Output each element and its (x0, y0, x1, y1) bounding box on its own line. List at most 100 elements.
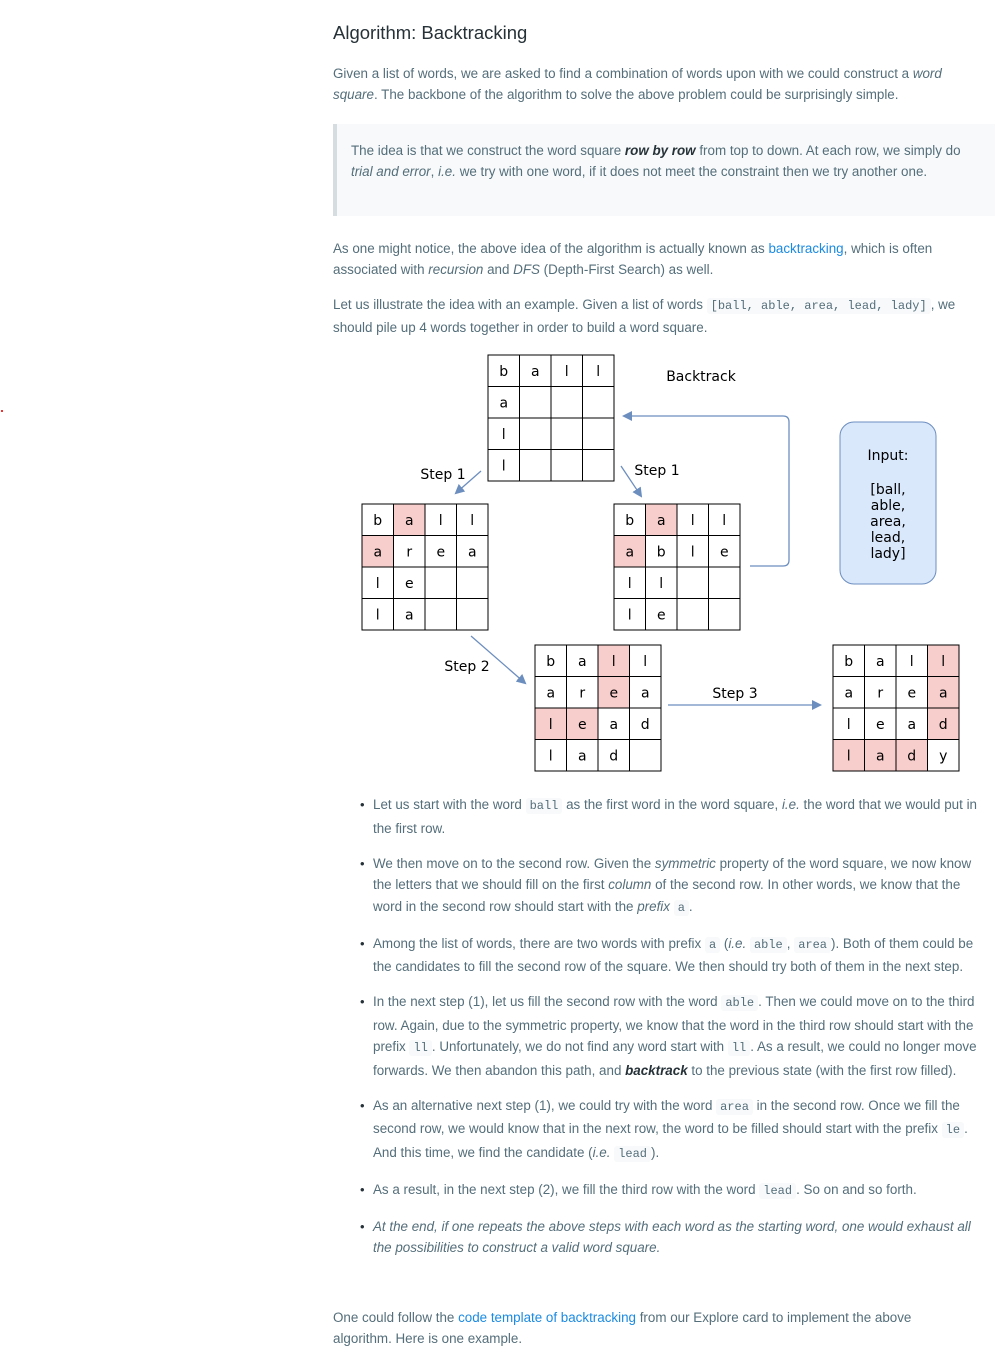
b4-t1: In the next step (1), let us fill the se… (373, 994, 722, 1009)
quote-em2: i.e. (438, 164, 456, 179)
grid-cell (676, 598, 709, 631)
grid-cell (645, 535, 678, 568)
b2-em2: column (608, 877, 652, 892)
grid-cell (927, 739, 960, 772)
b5-t3: . And this time, we find the candidate ( (373, 1121, 968, 1160)
grid-cell (582, 417, 615, 450)
b1-em: i.e. (781, 797, 800, 812)
grid-letter: l (549, 717, 553, 733)
grid-cell (519, 449, 552, 482)
backtracking-link[interactable]: backtracking (768, 241, 844, 256)
grid-cell (645, 503, 678, 536)
b2-t3: of the second row. In other words, we kn… (373, 877, 961, 914)
b4-t3: . Unfortunately, we do not find any word… (431, 1039, 728, 1054)
b5-code2: le (941, 1122, 965, 1138)
word-list-code: [ball, able, area, lead, lady] (706, 298, 931, 314)
list-item: As a result, in the next step (2), we fi… (360, 1179, 990, 1203)
notice-em2: DFS (513, 262, 540, 277)
b4-t2: . Then we could move on to the third row… (373, 994, 975, 1054)
intro-emphasis: word square (333, 66, 942, 102)
grid-letter: a (468, 544, 477, 560)
grid-letter: a (405, 607, 414, 623)
grid-letter: a (844, 685, 853, 701)
grid-letter: l (941, 654, 945, 670)
grid-letter: b (844, 654, 853, 670)
grid-cell (361, 535, 394, 568)
code-template-link[interactable]: code template of backtracking (458, 1310, 636, 1325)
step2-arrow (470, 635, 527, 685)
grid-cell (864, 739, 897, 772)
b3-t4: , (786, 935, 795, 951)
grid-letter: b (546, 654, 555, 670)
grid-letter: l (628, 576, 632, 592)
input-word: lady] (870, 546, 905, 562)
grid-letter: a (531, 364, 540, 380)
grid-letter: e (405, 576, 414, 592)
grid-cell (550, 417, 583, 450)
grid-cell (456, 566, 489, 599)
grid-cell (393, 503, 426, 536)
grid-letter: l (376, 607, 380, 623)
step1-left-arrow (454, 470, 482, 495)
grid-letter: l (659, 576, 663, 592)
grid-letter: l (439, 513, 443, 529)
grid-letter: a (625, 544, 634, 560)
notice-em1: recursion (428, 262, 484, 277)
grid-letter: a (546, 685, 555, 701)
grid-letter: l (502, 458, 506, 474)
b5-em: i.e. (592, 1144, 611, 1160)
intro-text: Given a list of words, we are asked to f… (333, 66, 913, 81)
b1-code: ball (525, 798, 563, 814)
quote-t3: , (430, 164, 439, 179)
b5-t5: ). (651, 1144, 660, 1160)
notice-t3: and (483, 262, 514, 277)
b2-t2: property of the word square, we now know… (373, 855, 972, 893)
b2-t1: We then move on to the second row. Given… (373, 855, 655, 871)
b3-code2: able (749, 936, 787, 953)
grid-cell (832, 676, 865, 709)
b4-code3: ll (727, 1040, 751, 1056)
grid-cell (927, 707, 960, 740)
grid-letter: a (373, 544, 382, 560)
grid-cell (550, 386, 583, 419)
b3-t2: ( (720, 935, 729, 951)
grid-letter: b (373, 513, 382, 529)
example-t1: Let us illustrate the idea with an examp… (333, 297, 707, 312)
notice-t2: , which is often associated with (333, 241, 933, 277)
grid-letter: l (502, 427, 506, 443)
outro-t1: One could follow the (333, 1310, 459, 1325)
grid-cell (676, 566, 709, 599)
grid-letter: e (720, 544, 729, 560)
list-item: Let us start with the word ball as the f… (360, 794, 990, 839)
b4-bold: backtrack (625, 1062, 688, 1078)
b7-em: At the end, if one repeats the above ste… (373, 1218, 971, 1256)
grid-letter: l (628, 607, 632, 623)
grid-cell (519, 386, 552, 419)
grid-cell (895, 707, 928, 740)
grid-letter: a (609, 717, 618, 733)
input-word: [ball, (870, 482, 905, 498)
grid-cell (629, 739, 662, 772)
grid-letter: d (939, 717, 948, 733)
step1-left-label: Step 1 (420, 467, 465, 483)
grid-letter: a (907, 717, 916, 733)
notice-t1: As one might notice, the above idea of t… (333, 241, 769, 256)
grid-letter: d (641, 717, 650, 733)
b3-code3: area (794, 936, 832, 953)
idea-blockquote: The idea is that we construct the word s… (333, 124, 995, 216)
b3-code1: a (704, 936, 721, 953)
b3-em: i.e. (728, 935, 747, 951)
grid-cell (613, 503, 646, 536)
grid-cell (927, 644, 960, 677)
b6-t2: . So on and so forth. (796, 1181, 917, 1197)
grid-letter: e (876, 717, 885, 733)
b3-t5: ). Both of them could be the candidates … (373, 935, 974, 975)
grid-letter: e (657, 607, 666, 623)
grid-letter: l (549, 748, 553, 764)
grid-cell (582, 354, 615, 387)
list-item: At the end, if one repeats the above ste… (360, 1216, 990, 1259)
grid-letter: l (596, 364, 600, 380)
grid-letter: a (641, 685, 650, 701)
